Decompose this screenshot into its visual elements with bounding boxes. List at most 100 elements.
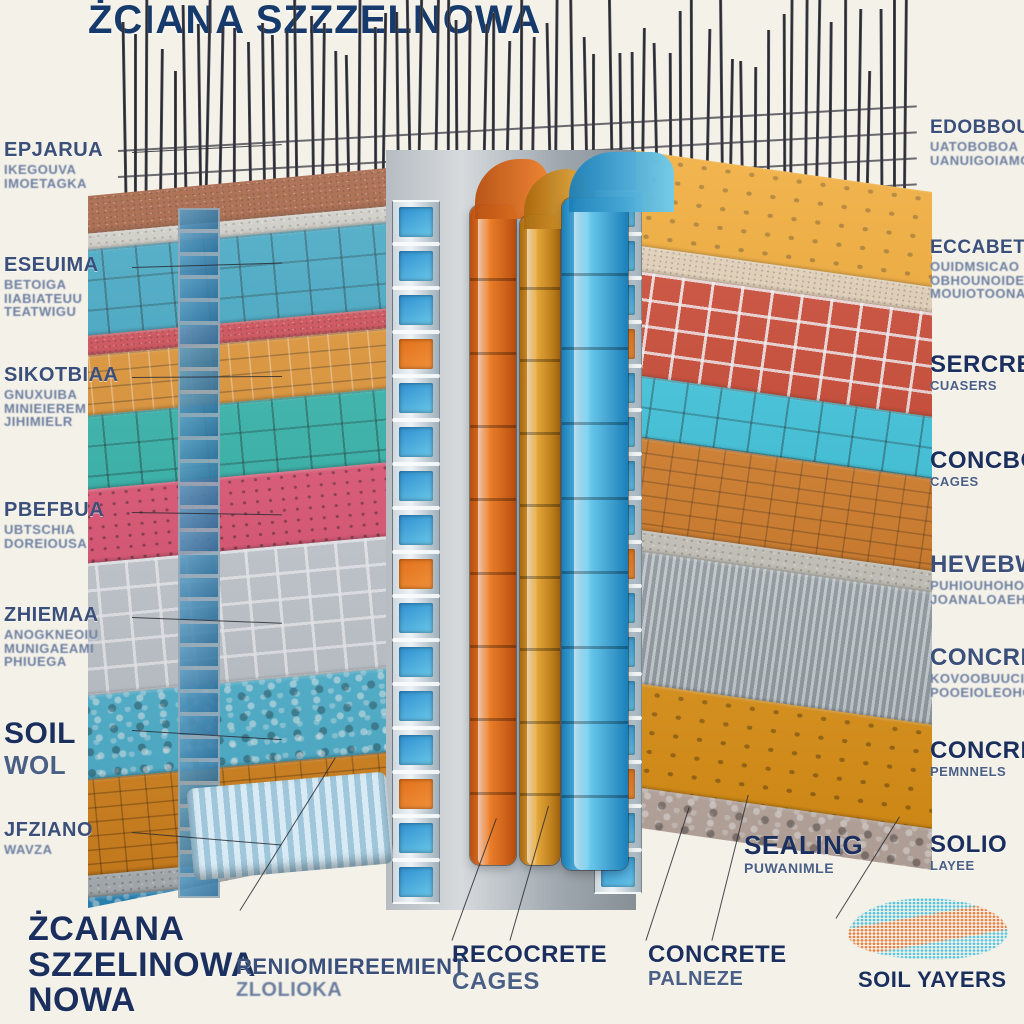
- pipe-joint: [520, 359, 560, 363]
- label-right-3-head: CONCBOTE: [930, 447, 1024, 474]
- rebar-bar: [705, 28, 712, 176]
- label-right-6-sub: PEMNNELS: [930, 764, 1007, 780]
- cage-window: [399, 691, 433, 721]
- ladder-rung: [178, 645, 220, 668]
- pipe-joint: [520, 720, 560, 724]
- rebar-bar: [482, 23, 489, 164]
- label-right-0-sub: UATOBOBOA UANUIGOIAMO: [930, 138, 1024, 168]
- ladder-rung: [178, 553, 220, 576]
- pipe-joint: [470, 718, 516, 722]
- label-right-2-sub: CUASERS: [930, 378, 998, 394]
- label-right-6: CONCRETEPEMNNELS: [930, 738, 1024, 779]
- ladder-rung: [178, 415, 220, 438]
- label-right-5: CONCRETEKOVOOBUUCI POOEIOLEOHOOU: [930, 645, 1024, 699]
- label-right-6-head: CONCRETE: [930, 737, 1024, 764]
- pipe-joint: [562, 347, 628, 351]
- label-right-1-sub: OUIDMSICAO OBHOUNOIDEB MOUIOTOONALB: [930, 258, 1024, 302]
- cage-cell: [392, 508, 440, 552]
- label-right-5-sub: KOVOOBUUCI POOEIOLEOHOOU: [930, 671, 1024, 700]
- ladder-rung: [178, 461, 220, 484]
- rebar-bar: [491, 12, 496, 163]
- ladder-rung: [178, 668, 220, 691]
- ladder-rung: [178, 231, 220, 254]
- rebar-bar: [804, 0, 809, 185]
- ladder-rung: [178, 300, 220, 323]
- ladder-rung: [178, 507, 220, 530]
- rebar-bar: [505, 41, 512, 162]
- label-concrete-cages-head: RECOCRETE: [452, 941, 608, 968]
- rebar-bar: [678, 10, 682, 174]
- cage-cell: [392, 860, 440, 904]
- cage-cell: [392, 420, 440, 464]
- cage-window: [399, 471, 433, 501]
- rebar-bar: [690, 0, 694, 175]
- label-left-3-sub: UBTSCHIA DOREIOUSA: [4, 522, 88, 551]
- cage-window: [399, 427, 433, 457]
- ladder-rung: [178, 323, 220, 346]
- pipe-highlight: [478, 205, 491, 865]
- label-right-7-sub: LAYEE: [930, 858, 975, 874]
- pipe-highlight: [527, 215, 538, 865]
- cage-window: [399, 383, 433, 413]
- pipe-joint: [470, 425, 516, 428]
- cage-window: [399, 867, 433, 897]
- ladder-rung: [178, 760, 220, 783]
- rebar-bar: [879, 8, 884, 191]
- label-left-1-sub: BETOIGA IIABIATEUU TEATWIGU: [4, 277, 83, 320]
- pipe-elbow: [568, 152, 675, 212]
- label-right-4-sub: PUHIOUHOHOII JOANALOAEHOI: [930, 578, 1024, 607]
- label-left-4-head: ZHIEMAA: [4, 604, 99, 626]
- label-right-0-head: EDOBBOUR: [930, 117, 1024, 138]
- page-title: ŻCIANA SZZZELNOWA: [88, 0, 542, 42]
- rebar-bar: [446, 0, 451, 167]
- ladder-rung: [178, 714, 220, 737]
- cage-cell: [392, 684, 440, 728]
- pipe-joint: [470, 645, 516, 648]
- rebar-bar: [285, 31, 290, 180]
- cage-cell: [392, 288, 440, 332]
- rebar-bar: [641, 27, 647, 171]
- rebar-bar: [373, 26, 377, 173]
- label-right-3: CONCBOTECAGES: [930, 448, 1024, 489]
- rebar-bar: [333, 50, 339, 176]
- rebar-bar: [582, 36, 589, 166]
- ladder-rung: [178, 484, 220, 507]
- cage-cell: [392, 332, 440, 376]
- cage-window: [399, 515, 433, 545]
- cage-window: [399, 295, 433, 325]
- rebar-bar: [718, 0, 724, 177]
- pipe-joint: [520, 287, 560, 291]
- rebar-bar: [865, 71, 871, 190]
- cage-cell: [392, 596, 440, 640]
- label-reinforcement-sub: ZLOLIOKA: [236, 979, 343, 1002]
- cage-window: [399, 207, 433, 237]
- cage-cell: [392, 244, 440, 288]
- pipe-joint: [470, 791, 516, 795]
- label-right-2: SERCRETECUASERS: [930, 352, 1024, 393]
- cage-window: [399, 647, 433, 677]
- pipe-joint: [562, 422, 628, 425]
- ladder-rung: [178, 622, 220, 645]
- label-bottom-title: ŻCAIANA SZZELINOWA NOWA: [28, 911, 256, 1019]
- label-right-4: HEVEBWETHOAPUHIOUHOHOII JOANALOAEHOI: [930, 552, 1024, 606]
- label-left-3-head: PBEFBUA: [4, 499, 105, 521]
- pipe-joint: [470, 498, 516, 502]
- rebar-bar: [843, 0, 848, 188]
- label-right-0: EDOBBOURUATOBOBOA UANUIGOIAMO: [930, 118, 1024, 167]
- cage-cell: [392, 816, 440, 860]
- label-right-1-head: ECCABETE: [930, 237, 1024, 258]
- cage-window: [399, 603, 433, 633]
- label-right-7-head: SOLIO: [930, 831, 1008, 858]
- pipe-joint: [562, 571, 628, 575]
- ladder-rung: [178, 438, 220, 461]
- label-left-4-sub: ANOGKNEOIU MUNIGAEAMI PHIUEGA: [4, 627, 99, 670]
- soil-layers-swatch: [848, 898, 1008, 960]
- cage-cell: [392, 640, 440, 684]
- label-left-5-sub: WOL: [4, 749, 67, 780]
- label-left-1-head: ESEUIMA: [4, 254, 99, 276]
- pipe-joint: [520, 503, 560, 507]
